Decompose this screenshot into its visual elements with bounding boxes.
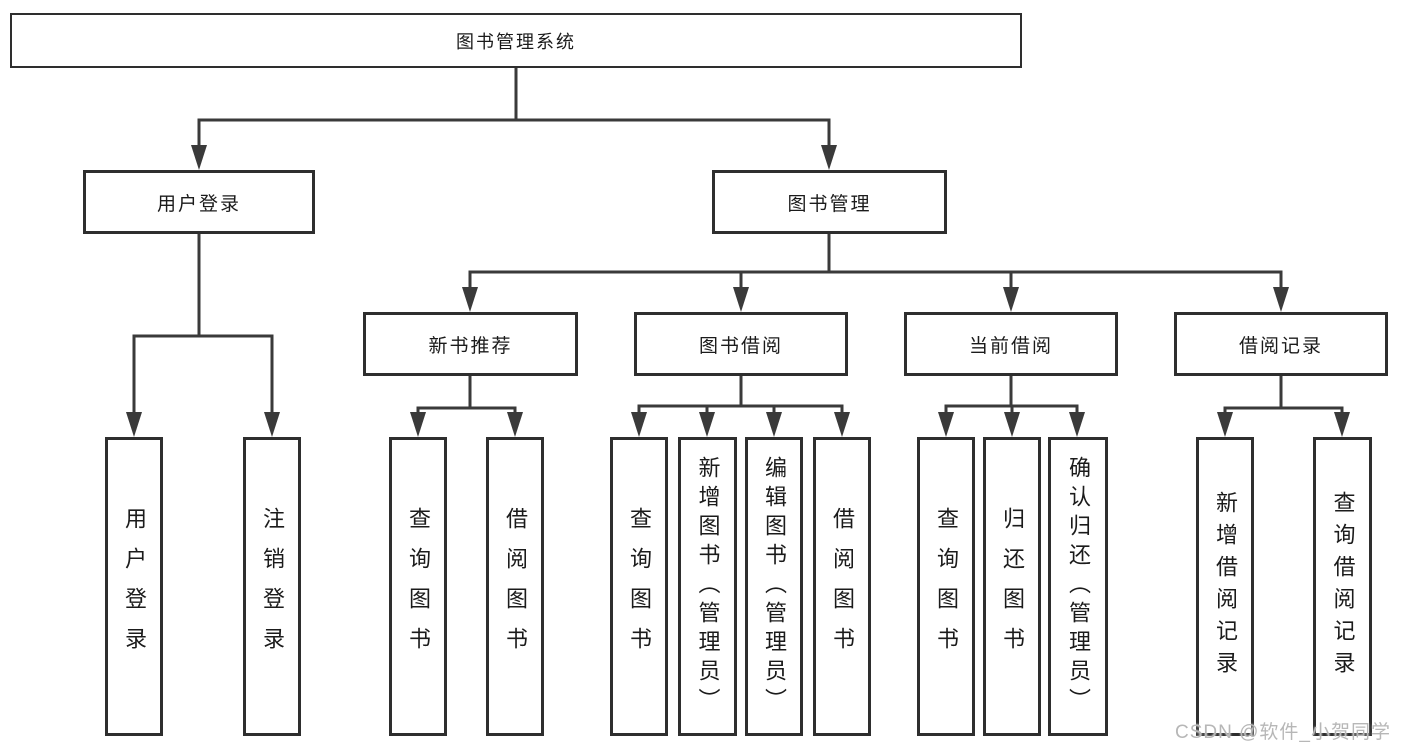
leaf-label: 用户登录	[122, 506, 147, 667]
leaf-borrow-borrow-books: 借阅图书	[813, 437, 871, 736]
leaf-logout: 注销登录	[243, 437, 301, 736]
leaf-label: 查询图书	[934, 506, 959, 667]
leaf-label: 查询图书	[627, 506, 652, 667]
leaf-label: 借阅图书	[503, 506, 528, 667]
node-new-book-recommend: 新书推荐	[363, 312, 578, 376]
leaf-label: 注销登录	[260, 506, 285, 667]
leaf-records-query-borrow-record: 查询借阅记录	[1313, 437, 1372, 736]
leaf-label: 查询借阅记录	[1330, 490, 1356, 683]
leaf-recommend-query-books: 查询图书	[389, 437, 447, 736]
leaf-borrow-edit-books-admin: 编辑图书（管理员）	[745, 437, 803, 736]
leaf-label: 新增图书（管理员）	[695, 456, 721, 717]
leaf-user-login: 用户登录	[105, 437, 163, 736]
node-borrowing-records: 借阅记录	[1174, 312, 1388, 376]
leaf-borrow-query-books: 查询图书	[610, 437, 668, 736]
leaf-current-return-books: 归还图书	[983, 437, 1041, 736]
leaf-label: 新增借阅记录	[1213, 490, 1238, 683]
leaf-label: 借阅图书	[830, 506, 855, 667]
leaf-borrow-add-books-admin: 新增图书（管理员）	[678, 437, 737, 736]
leaf-current-query-books: 查询图书	[917, 437, 975, 736]
leaf-label: 归还图书	[1000, 506, 1025, 667]
leaf-recommend-borrow-books: 借阅图书	[486, 437, 544, 736]
node-book-management: 图书管理	[712, 170, 947, 234]
leaf-label: 查询图书	[406, 506, 431, 667]
leaf-records-add-borrow-record: 新增借阅记录	[1196, 437, 1254, 736]
node-library-management-system: 图书管理系统	[10, 13, 1022, 68]
leaf-label: 确认归还（管理员）	[1066, 456, 1091, 717]
leaf-current-confirm-return-admin: 确认归还（管理员）	[1048, 437, 1108, 736]
node-book-borrowing: 图书借阅	[634, 312, 848, 376]
node-current-borrowing: 当前借阅	[904, 312, 1118, 376]
leaf-label: 编辑图书（管理员）	[762, 456, 787, 717]
node-user-login: 用户登录	[83, 170, 315, 234]
csdn-watermark: CSDN @软件_小贺同学	[1175, 722, 1391, 743]
